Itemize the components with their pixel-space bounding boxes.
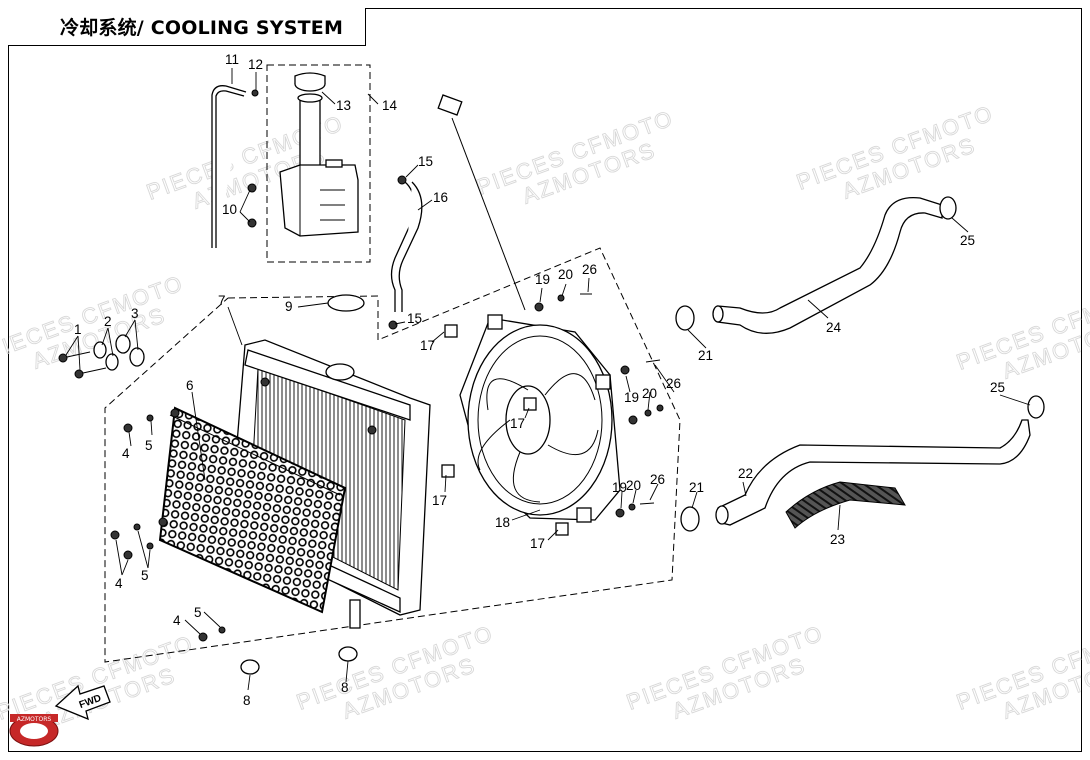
fwd-arrow: FWD bbox=[54, 684, 111, 721]
callout-25: 25 bbox=[990, 380, 1005, 395]
callout-10: 10 bbox=[222, 202, 237, 217]
callout-4: 4 bbox=[173, 613, 181, 628]
callout-26: 26 bbox=[582, 262, 597, 277]
callout-19: 19 bbox=[535, 272, 550, 287]
upper-hose bbox=[675, 196, 957, 334]
azmotors-logo: AZMOTORS bbox=[9, 714, 59, 747]
callout-22: 22 bbox=[738, 466, 753, 481]
callout-16: 16 bbox=[433, 190, 448, 205]
callout-7: 7 bbox=[218, 293, 226, 308]
callout-26: 26 bbox=[650, 472, 665, 487]
callout-6: 6 bbox=[186, 378, 194, 393]
callout-18: 18 bbox=[495, 515, 510, 530]
leader-lines bbox=[65, 68, 1031, 691]
callout-8: 8 bbox=[243, 693, 251, 708]
callout-19: 19 bbox=[612, 480, 627, 495]
callout-19: 19 bbox=[624, 390, 639, 405]
callout-3: 3 bbox=[131, 306, 139, 321]
fan-wire bbox=[437, 94, 526, 311]
callout-1: 1 bbox=[74, 322, 82, 337]
diagram-frame bbox=[8, 8, 1082, 752]
callout-17: 17 bbox=[420, 338, 435, 353]
callout-15: 15 bbox=[418, 154, 433, 169]
overflow-hose bbox=[388, 175, 423, 330]
fasteners bbox=[58, 293, 664, 675]
callout-11: 11 bbox=[225, 52, 239, 67]
callout-20: 20 bbox=[558, 267, 573, 282]
callout-5: 5 bbox=[141, 568, 149, 583]
callouts: 1 2 3 4 4 4 5 5 5 6 7 8 8 9 10 11 12 13 … bbox=[74, 52, 1005, 708]
cooling-fan bbox=[459, 314, 621, 523]
callout-26: 26 bbox=[666, 376, 681, 391]
callout-17: 17 bbox=[432, 493, 447, 508]
assembly-boundaries bbox=[104, 64, 681, 663]
callout-15: 15 bbox=[407, 311, 422, 326]
callout-21: 21 bbox=[689, 480, 704, 495]
callout-20: 20 bbox=[642, 386, 657, 401]
title-box: 冷却系统/ COOLING SYSTEM bbox=[8, 8, 366, 46]
callout-8: 8 bbox=[341, 680, 349, 695]
page-title: 冷却系统/ COOLING SYSTEM bbox=[60, 17, 344, 39]
callout-24: 24 bbox=[826, 320, 842, 335]
callout-21: 21 bbox=[698, 348, 713, 363]
callout-9: 9 bbox=[285, 299, 293, 314]
callout-14: 14 bbox=[382, 98, 398, 113]
mesh-screen bbox=[158, 406, 347, 614]
lower-hose bbox=[680, 395, 1045, 532]
callout-13: 13 bbox=[336, 98, 351, 113]
logo-text: AZMOTORS bbox=[17, 716, 52, 723]
hose-sleeve bbox=[785, 481, 906, 529]
callout-5: 5 bbox=[145, 438, 153, 453]
callout-23: 23 bbox=[830, 532, 845, 547]
callout-4: 4 bbox=[115, 576, 123, 591]
callout-4: 4 bbox=[122, 446, 130, 461]
callout-17: 17 bbox=[530, 536, 545, 551]
callout-20: 20 bbox=[626, 478, 641, 493]
callout-25: 25 bbox=[960, 233, 975, 248]
callout-17: 17 bbox=[510, 416, 525, 431]
callout-5: 5 bbox=[194, 605, 202, 620]
callout-12: 12 bbox=[248, 57, 263, 72]
expansion-tank bbox=[211, 72, 359, 248]
callout-2: 2 bbox=[104, 314, 112, 329]
